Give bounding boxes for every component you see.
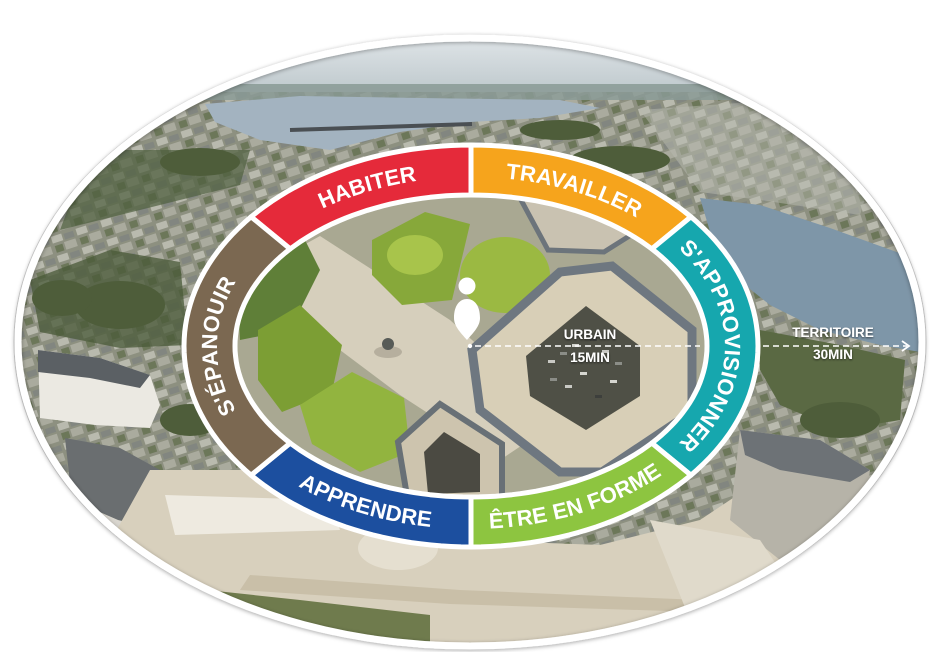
activity-ring	[181, 142, 761, 550]
parked-car	[595, 395, 602, 398]
courtyard-south	[424, 432, 480, 494]
tree-grove-southwest	[300, 372, 410, 472]
tree-grove-west	[258, 305, 342, 412]
urban-time: 15MIN	[570, 350, 610, 365]
parked-car	[580, 372, 587, 375]
statue-base	[374, 346, 402, 358]
tree-grove-center	[460, 237, 550, 313]
parked-car	[590, 338, 597, 341]
tree-cluster	[520, 120, 600, 140]
parked-car	[610, 380, 617, 383]
parked-car	[602, 350, 609, 353]
castle-path	[240, 575, 700, 612]
person-head-icon	[458, 277, 476, 295]
tree-cluster	[75, 281, 165, 329]
white-building-west-roof	[38, 350, 150, 388]
photo-frame-rim	[14, 34, 926, 650]
parked-car	[560, 352, 567, 355]
urban-radius: URBAIN 15MIN	[467, 327, 700, 365]
territory-time: 30MIN	[813, 347, 853, 362]
person-pin-icon	[454, 277, 480, 340]
statue	[382, 338, 394, 350]
parked-cars	[548, 338, 622, 398]
tree-clusters	[32, 120, 880, 438]
urban-label: URBAIN	[564, 327, 617, 342]
person-body-icon	[454, 299, 480, 340]
tree-cluster	[32, 280, 92, 316]
parked-car	[565, 385, 572, 388]
river-north	[205, 96, 600, 150]
buildings-southeast-roof	[740, 430, 870, 482]
tree-grove-north-highlight	[387, 235, 443, 275]
bridge	[289, 122, 473, 132]
territory-label: TERRITOIRE	[792, 325, 874, 340]
riverbank-trees-east	[760, 330, 905, 430]
parked-car	[548, 360, 555, 363]
central-square-photo	[234, 194, 708, 498]
territory-radius: TERRITOIRE 30MIN	[763, 325, 911, 362]
tree-cluster	[800, 402, 880, 438]
parked-car	[615, 362, 622, 365]
segment-s-epanouir	[181, 214, 293, 478]
courtyard-east	[526, 306, 640, 430]
territory-arrow-icon	[901, 340, 911, 352]
horizon-hills	[18, 84, 922, 100]
river-east	[700, 198, 922, 352]
parked-car	[550, 378, 557, 381]
tree-cluster	[160, 148, 240, 176]
urban-origin-dot	[467, 343, 473, 349]
